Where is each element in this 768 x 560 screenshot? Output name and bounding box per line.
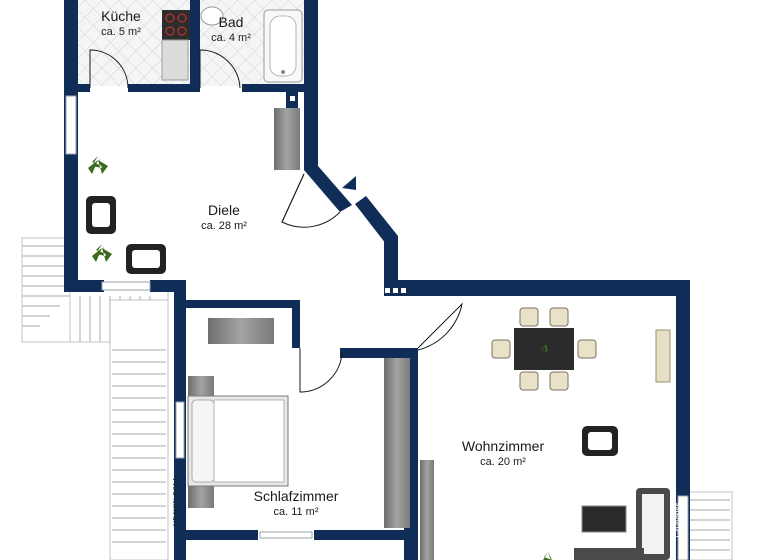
balcony-right (685, 491, 733, 560)
von-poll-logo: VP VON POLL (168, 466, 184, 536)
tv-unit (420, 460, 434, 560)
balcony-left (21, 237, 169, 560)
kitchen-counter (161, 39, 189, 81)
room-area: ca. 11 m² (273, 506, 319, 518)
room-label-bad: Bad ca. 4 m² (211, 14, 251, 44)
kitchen-stove (162, 10, 190, 40)
room-area: ca. 20 m² (480, 456, 526, 468)
plant-living (543, 552, 552, 560)
room-label-diele: Diele ca. 28 m² (201, 202, 247, 232)
room-label-wohnzimmer: Wohnzimmer ca. 20 m² (462, 438, 544, 468)
sink (200, 6, 224, 26)
plant-diele-2 (92, 244, 112, 262)
cabinet-bedroom-top (208, 318, 274, 344)
walls (64, 0, 690, 560)
dining-table (491, 307, 597, 391)
room-label-kueche: Küche ca. 5 m² (101, 8, 141, 38)
armchair-diele-1 (86, 196, 116, 234)
armchair-diele-2 (126, 244, 166, 274)
room-name: Diele (208, 202, 240, 218)
radiator (655, 329, 671, 383)
edge-caption-text: Grundriss (673, 502, 683, 538)
edge-caption: Grundriss (672, 480, 684, 560)
bathtub (263, 9, 303, 83)
room-label-schlafzimmer: Schlafzimmer ca. 11 m² (254, 488, 339, 518)
room-name: Küche (101, 8, 141, 24)
doors (89, 49, 463, 393)
entrance-arrow (342, 176, 356, 190)
wardrobe-diele (274, 108, 300, 170)
coffee-table (581, 505, 627, 533)
room-area: ca. 4 m² (211, 32, 251, 44)
room-name: Wohnzimmer (461, 438, 545, 454)
room-area: ca. 5 m² (101, 26, 141, 38)
room-area: ca. 28 m² (201, 220, 247, 232)
armchair-living (582, 426, 618, 456)
room-name: Schlafzimmer (253, 488, 339, 504)
bed (187, 376, 289, 508)
vent-dots (290, 96, 406, 293)
windows (65, 95, 689, 560)
plant-diele-1 (88, 156, 108, 174)
wardrobe-bedroom-right (384, 358, 410, 528)
room-name: Bad (218, 14, 244, 30)
logo-text: VP VON POLL (172, 475, 180, 527)
sofa (574, 488, 670, 560)
